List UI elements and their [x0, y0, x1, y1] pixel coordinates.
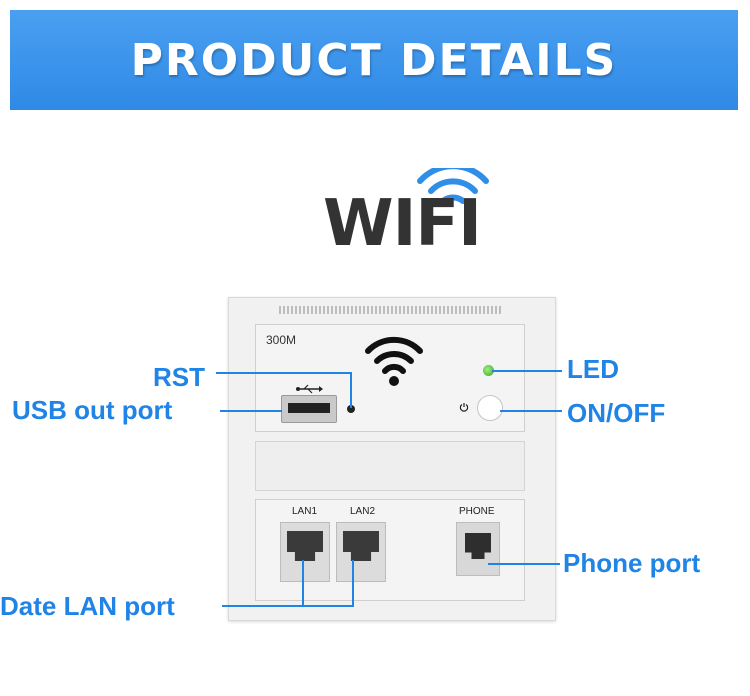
lan-callout: Date LAN port	[0, 591, 175, 621]
reset-pinhole[interactable]	[347, 405, 355, 413]
wifi-icon	[365, 336, 423, 386]
page-title: PRODUCT DETAILS	[130, 34, 618, 86]
panel-middle-section	[255, 441, 525, 491]
model-label: 300M	[266, 333, 297, 347]
lan1-leader-line-vertical	[302, 560, 304, 606]
usb-callout: USB out port	[12, 395, 173, 425]
phone-label: PHONE	[459, 506, 495, 517]
lan2-port[interactable]	[336, 522, 386, 582]
vent-grille	[279, 306, 501, 314]
lan1-port[interactable]	[280, 522, 330, 582]
led-callout: LED	[567, 354, 619, 384]
lan1-label: LAN1	[292, 506, 318, 517]
usb-icon	[296, 384, 323, 394]
led-indicator	[483, 365, 494, 376]
lan-leader-line	[222, 605, 354, 607]
phone-leader-line	[488, 563, 560, 565]
lan2-leader-line-vertical	[352, 560, 354, 606]
led-leader-line	[492, 370, 562, 372]
phone-callout: Phone port	[563, 548, 701, 578]
usb-leader-line	[220, 410, 282, 412]
lan2-label: LAN2	[350, 506, 376, 517]
onoff-callout: ON/OFF	[567, 398, 666, 428]
rst-leader-line	[216, 372, 351, 374]
usb-port[interactable]	[281, 395, 337, 423]
phone-port[interactable]	[456, 522, 500, 576]
rst-leader-line-vertical	[350, 372, 352, 408]
panel-bottom-section: LAN1 LAN2 PHONE	[255, 499, 525, 601]
wifi-icon	[417, 168, 489, 204]
rst-callout: RST	[153, 362, 205, 392]
wall-router-panel: 300M LAN1 LAN2 PHONE	[228, 297, 556, 621]
power-button[interactable]	[477, 395, 503, 421]
header-banner: PRODUCT DETAILS	[10, 10, 738, 110]
power-icon	[459, 403, 469, 412]
onoff-leader-line	[500, 410, 562, 412]
wifi-logo-text: WIFI	[323, 187, 482, 261]
